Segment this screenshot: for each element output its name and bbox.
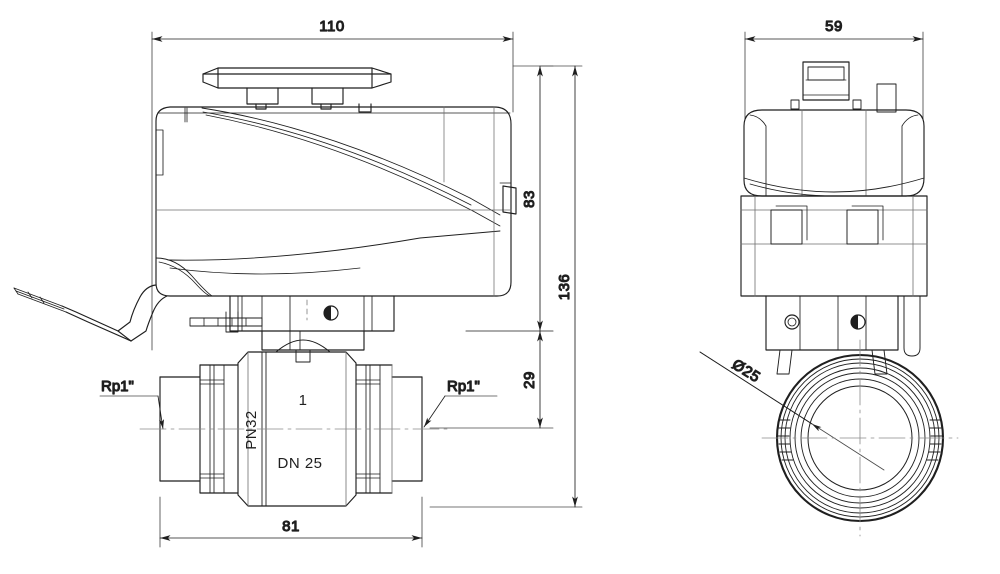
dim-valve-length: 81 [282,518,300,535]
centerline-front [761,339,959,537]
dimension-group-side [151,31,583,548]
marking-pressure-rating: PN32 [243,410,260,450]
thread-label-right: Rp1" [447,378,480,395]
dim-valve-height: 29 [521,371,538,389]
dim-overall-width: 110 [319,18,344,35]
marking-nominal-diameter: DN 25 [277,455,322,472]
dimension-group-front [744,31,924,121]
front-mount-bracket [765,295,921,375]
actuator-housing [155,106,517,297]
actuator-mount-bracket [189,295,395,363]
power-cable [13,284,168,342]
manual-override-handle [202,67,392,113]
thread-callout-right [423,395,498,428]
dim-total-height: 136 [556,274,573,301]
front-actuator-housing [740,109,928,297]
marking-size: 1 [299,392,308,409]
valve-body [159,339,423,507]
diameter-callout-leader [699,351,885,471]
thread-label-left: Rp1" [101,378,134,395]
front-manual-override-handle [790,61,897,113]
thread-callout-left [99,395,165,430]
dim-front-width: 59 [825,18,843,35]
dim-actuator-height: 83 [521,190,538,208]
